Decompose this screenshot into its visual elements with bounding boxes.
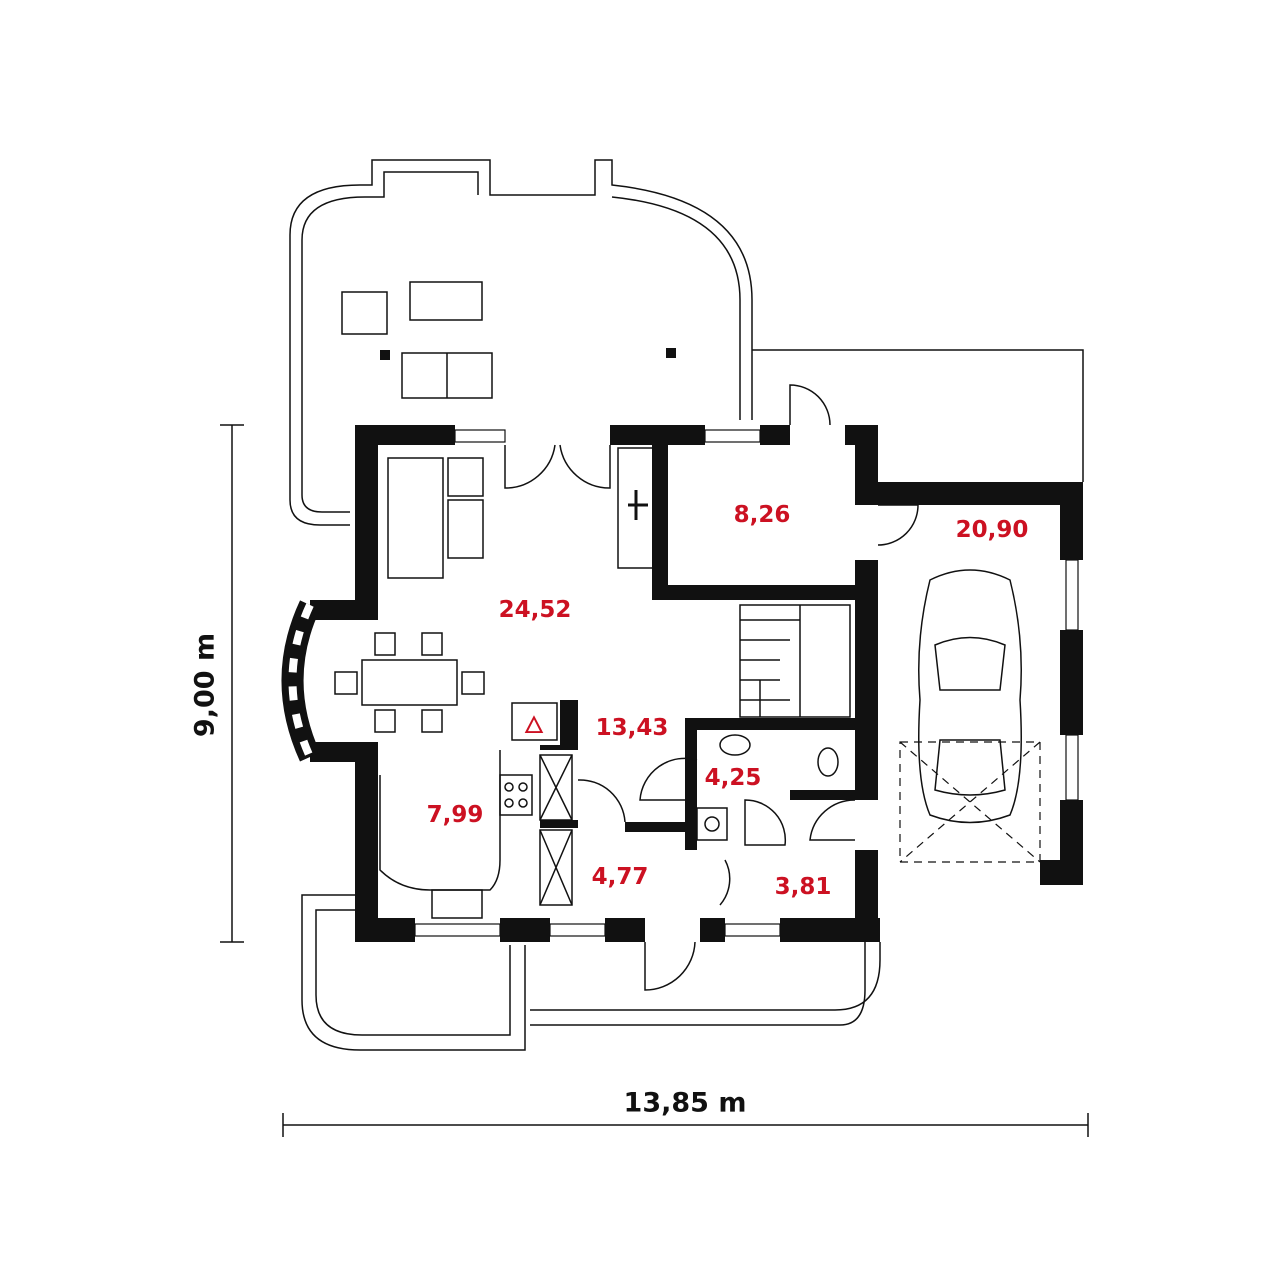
car-icon	[899, 569, 1041, 863]
garage-roof-outline	[752, 349, 1084, 482]
terrace-bottom	[301, 894, 881, 1051]
furniture: 🜂	[334, 447, 851, 919]
dimension-height-label: 9,00 m	[189, 632, 221, 738]
room-area-entry: 4,77	[591, 864, 649, 890]
room-area-living: 24,52	[498, 597, 572, 623]
dimension-width-label: 13,85 m	[623, 1087, 747, 1119]
windows	[281, 429, 1079, 937]
room-area-garage: 20,90	[955, 517, 1029, 543]
svg-text:🜂: 🜂	[524, 711, 545, 739]
dimension-lines	[220, 424, 1089, 1137]
terrace-top	[289, 159, 753, 526]
room-area-room-top: 8,26	[733, 502, 791, 528]
room-area-bathroom: 4,25	[704, 765, 762, 791]
room-area-kitchen: 7,99	[426, 802, 484, 828]
room-area-utility: 3,81	[774, 874, 832, 900]
walls	[310, 425, 1083, 942]
doors	[504, 384, 919, 991]
room-area-hall: 13,43	[595, 715, 669, 741]
